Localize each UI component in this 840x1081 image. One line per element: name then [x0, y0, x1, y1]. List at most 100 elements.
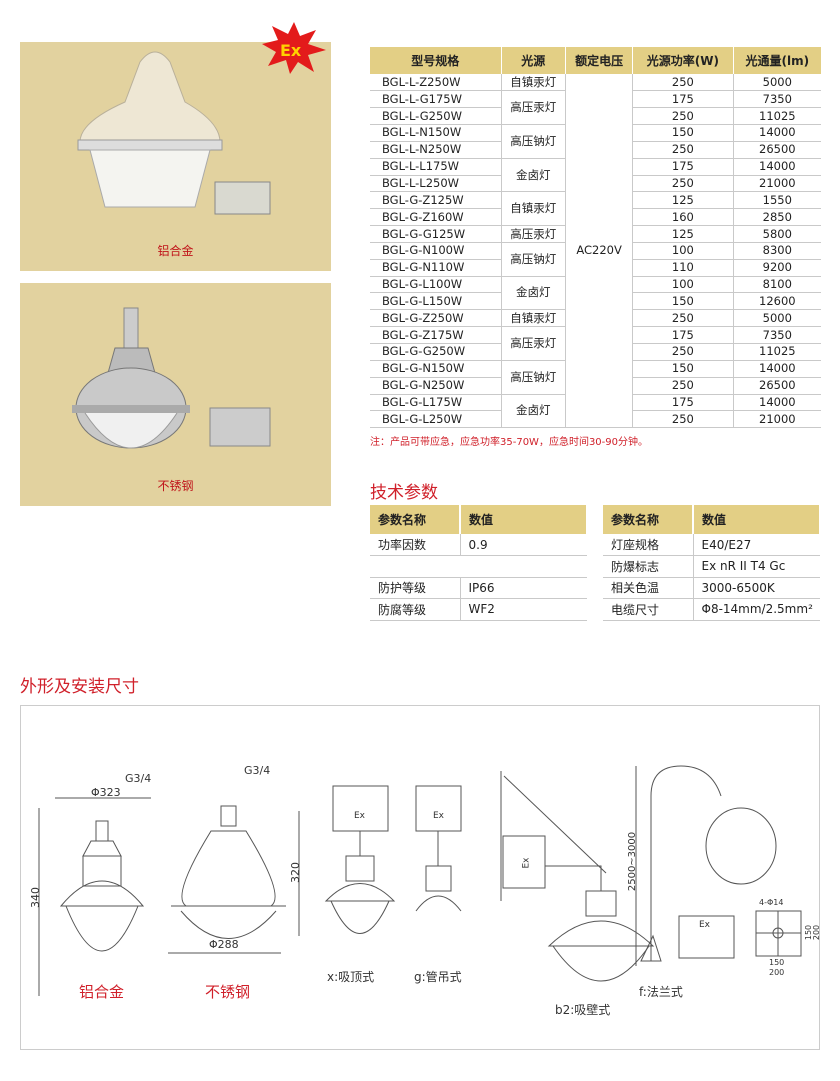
caption-wall: b2:吸壁式: [555, 1003, 611, 1017]
power-cell: 250: [632, 377, 734, 395]
dimension-drawings: Φ323 G3/4 340 G3/4 320 Φ288 Ex Ex Ex Ex …: [20, 705, 821, 1050]
flux-cell: 21000: [733, 410, 821, 429]
caption-stainless: 不锈钢: [205, 983, 251, 1001]
power-cell: 100: [632, 276, 734, 294]
svg-text:Ex: Ex: [280, 41, 302, 60]
product-image-aluminum: 铝合金: [20, 42, 331, 271]
dimension-line-drawings: [38, 765, 802, 996]
flux-cell: 5000: [733, 309, 821, 328]
light-source-cell: 高压汞灯: [501, 326, 567, 361]
flux-cell: 7350: [733, 90, 821, 109]
caption-ceiling: x:吸顶式: [327, 970, 375, 984]
flux-cell: 1550: [733, 191, 821, 210]
param-name: [370, 555, 460, 578]
product-image-stainless: 不锈钢: [20, 283, 331, 506]
flux-cell: 26500: [733, 141, 821, 159]
flux-cell: 2850: [733, 208, 821, 227]
model-cell: BGL-G-L175W: [370, 394, 502, 412]
panel-caption: 不锈钢: [157, 479, 194, 493]
power-cell: 175: [632, 90, 734, 109]
power-cell: 175: [632, 326, 734, 344]
col-header: 额定电压: [565, 47, 634, 74]
col-header: 光源: [501, 47, 567, 74]
flux-cell: 14000: [733, 158, 821, 176]
power-cell: 100: [632, 242, 734, 260]
ceiling-mount-drawing: [324, 785, 396, 934]
param-value: 3000-6500K: [693, 577, 820, 599]
aluminum-lamp-image: [77, 51, 271, 215]
light-source-cell: 金卤灯: [501, 158, 567, 193]
power-cell: 250: [632, 410, 734, 429]
light-source-cell: 自镇汞灯: [501, 309, 567, 328]
light-source-cell: 自镇汞灯: [501, 191, 567, 227]
stainless-lamp-image: [72, 307, 271, 449]
col-header: 数值: [693, 505, 821, 534]
panel-caption: 铝合金: [157, 244, 194, 258]
spec-table: 型号规格 光源 额定电压 光源功率(W) 光通量(lm) BGL-L-Z250W…: [370, 47, 821, 429]
dim-label: 150: [769, 958, 785, 967]
flux-cell: 5000: [733, 74, 821, 92]
power-cell: 150: [632, 360, 734, 378]
power-cell: 250: [632, 74, 734, 92]
pendant-mount-drawing: [415, 785, 462, 912]
flux-cell: 14000: [733, 360, 821, 378]
flange-mount-drawing: [635, 765, 802, 966]
param-name: 防护等级: [370, 577, 461, 599]
model-cell: BGL-G-Z175W: [370, 326, 502, 344]
model-cell: BGL-G-N250W: [370, 377, 502, 395]
light-source-cell: 高压钠灯: [501, 360, 567, 395]
model-cell: BGL-G-N110W: [370, 259, 502, 277]
col-header: 光源功率(W): [632, 47, 734, 74]
dim-label: 2500~3000: [627, 831, 639, 892]
power-cell: 125: [632, 191, 734, 210]
model-cell: BGL-L-G250W: [370, 107, 502, 126]
flux-cell: 8300: [733, 242, 821, 260]
dimension-title: 外形及安装尺寸: [20, 677, 139, 697]
power-cell: 250: [632, 309, 734, 328]
model-cell: BGL-L-Z250W: [370, 74, 502, 92]
note-text: 注：产品可带应急，应急功率35-70W，应急时间30-90分钟。: [370, 437, 649, 448]
flux-cell: 9200: [733, 259, 821, 277]
light-source-cell: 自镇汞灯: [501, 74, 567, 92]
power-cell: 160: [632, 208, 734, 227]
stainless-lamp-drawing: [168, 805, 300, 954]
param-value: E40/E27: [693, 534, 820, 556]
dim-label: Ex: [433, 811, 445, 821]
flux-cell: 14000: [733, 124, 821, 142]
light-source-cell: 金卤灯: [501, 276, 567, 311]
col-header: 参数名称: [603, 505, 694, 534]
power-cell: 110: [632, 259, 734, 277]
param-name: 防腐等级: [370, 598, 461, 621]
dim-label: Φ323: [91, 786, 121, 799]
flux-cell: 21000: [733, 175, 821, 193]
param-value: 0.9: [460, 534, 587, 556]
param-value: Ex nR II T4 Gc: [693, 555, 820, 578]
model-cell: BGL-L-G175W: [370, 90, 502, 109]
model-cell: BGL-L-L175W: [370, 158, 502, 176]
model-cell: BGL-G-Z160W: [370, 208, 502, 227]
model-cell: BGL-L-N150W: [370, 124, 502, 142]
flux-cell: 11025: [733, 107, 821, 126]
ex-badge-icon: Ex: [262, 22, 326, 74]
col-header: 光通量(lm): [733, 47, 821, 74]
dim-label: G3/4: [244, 764, 271, 777]
param-value: IP66: [460, 577, 587, 599]
wall-mount-drawing: [500, 771, 655, 982]
model-cell: BGL-G-L150W: [370, 292, 502, 311]
